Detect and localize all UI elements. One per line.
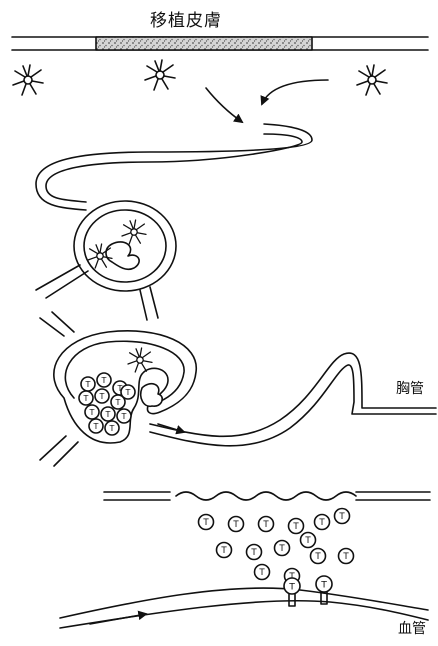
t-cell-label: T bbox=[105, 410, 111, 419]
t-cell-icon: T bbox=[79, 391, 93, 405]
afferent-lymphatic bbox=[36, 124, 312, 210]
t-cell-label: T bbox=[125, 388, 131, 397]
t-cell-label: T bbox=[258, 568, 265, 578]
t-cell-label: T bbox=[262, 520, 269, 530]
t-cell-label: T bbox=[288, 581, 295, 592]
dendritic-cell-icon bbox=[357, 65, 387, 95]
t-cell-label: T bbox=[232, 520, 239, 530]
t-cell-label: T bbox=[202, 518, 209, 528]
t-cell-icon: T bbox=[81, 377, 95, 391]
t-cell-icon: T bbox=[121, 385, 135, 399]
t-cell-icon: T bbox=[247, 545, 262, 560]
t-cell-label: T bbox=[101, 376, 107, 385]
migration-arrow-left bbox=[206, 88, 242, 122]
t-cell-label: T bbox=[338, 512, 345, 522]
blood-vessel-label: 血管 bbox=[398, 618, 426, 638]
graft-skin-patch bbox=[96, 37, 312, 50]
t-cell-label: T bbox=[342, 552, 349, 562]
t-cell-icon: T bbox=[339, 549, 354, 564]
dendritic-cell-icon bbox=[13, 65, 43, 95]
t-cell-icon: T bbox=[301, 533, 316, 548]
graft-bed-edge bbox=[104, 492, 430, 500]
t-cell-label: T bbox=[304, 536, 311, 546]
t-cell-label: T bbox=[318, 518, 325, 528]
t-cell-icon: T bbox=[311, 549, 326, 564]
t-cell-icon: T bbox=[97, 373, 111, 387]
t-cell-icon: T bbox=[316, 576, 332, 592]
t-cell-label: T bbox=[99, 392, 105, 401]
t-cell-label: T bbox=[314, 552, 321, 562]
migration-arrow-right bbox=[262, 80, 328, 104]
t-cell-icon: T bbox=[284, 578, 300, 594]
reticular-cell bbox=[106, 242, 139, 269]
thoracic-duct-label: 胸管 bbox=[396, 378, 424, 398]
t-cell-label: T bbox=[220, 546, 227, 556]
dendritic-cell-icon bbox=[122, 220, 146, 244]
node-vessels bbox=[40, 312, 78, 466]
t-cell-icon: T bbox=[315, 515, 330, 530]
t-cell-icon: T bbox=[85, 405, 99, 419]
t-cell-icon: T bbox=[89, 419, 103, 433]
t-cell-label: T bbox=[320, 579, 327, 590]
t-cell-icon: T bbox=[117, 409, 131, 423]
t-cell-label: T bbox=[278, 544, 285, 554]
efferent-arrow bbox=[158, 424, 184, 432]
t-cell-label: T bbox=[93, 422, 99, 431]
t-cell-label: T bbox=[109, 424, 115, 433]
t-cell-icon: T bbox=[105, 421, 119, 435]
t-cell-icon: T bbox=[259, 517, 274, 532]
t-cell-label: T bbox=[292, 522, 299, 532]
t-cell-label: T bbox=[83, 394, 89, 403]
t-cell-icon: T bbox=[335, 509, 350, 524]
t-cell-icon: T bbox=[101, 407, 115, 421]
t-cell-icon: T bbox=[255, 565, 270, 580]
t-cell-label: T bbox=[85, 380, 91, 389]
t-cell-icon: T bbox=[229, 517, 244, 532]
t-cell-icon: T bbox=[289, 519, 304, 534]
t-cell-label: T bbox=[121, 412, 127, 421]
t-cell-label: T bbox=[250, 548, 257, 558]
t-cell-icon: T bbox=[95, 389, 109, 403]
t-cell-label: T bbox=[89, 408, 95, 417]
presenting-cell bbox=[141, 384, 163, 407]
blood-vessel-wall bbox=[60, 588, 428, 628]
t-cell-icon: T bbox=[217, 543, 232, 558]
t-cell-icon: T bbox=[199, 515, 214, 530]
blood-flow-arrow bbox=[90, 614, 146, 624]
efferent-lymphatic bbox=[150, 353, 436, 446]
graft-bed-wavy bbox=[176, 492, 356, 500]
dendritic-cell-icon bbox=[145, 60, 175, 90]
t-cell-icon: T bbox=[275, 541, 290, 556]
graft-skin-label: 移植皮膚 bbox=[150, 6, 222, 31]
t-cell-label: T bbox=[115, 398, 121, 407]
